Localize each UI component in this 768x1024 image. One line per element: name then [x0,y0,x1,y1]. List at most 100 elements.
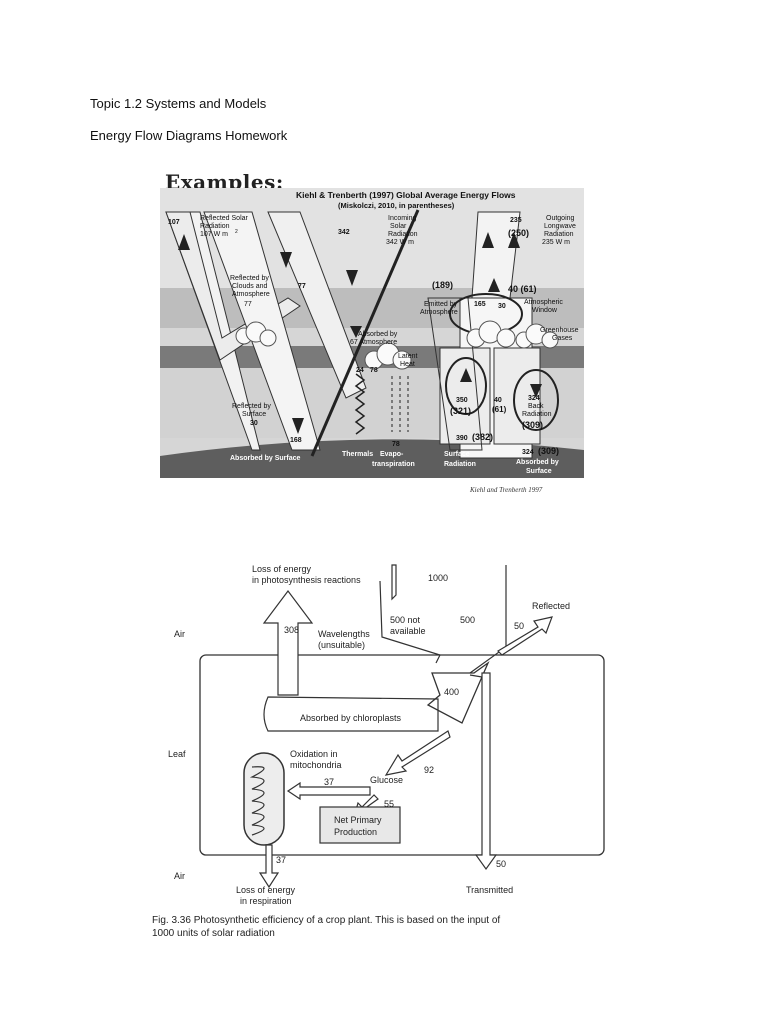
window-small: 40 [494,397,502,404]
window-small-alt: (61) [492,405,507,414]
loss-photo-label-2: in photosynthesis reactions [252,575,361,585]
wavelength-label-1: Wavelengths [318,629,370,639]
respiration-internal-value: 37 [324,777,334,787]
page-subtitle: Energy Flow Diagrams Homework [90,128,288,143]
reflected-solar-value: 107 [168,219,180,226]
back-label-1: Back [528,403,544,410]
absorbed-atm-label-1: Absorbed by [358,331,398,338]
surface-emit-value: 350 [456,397,468,404]
transmitted-value: 50 [496,859,506,869]
respiration-out-value: 37 [276,855,286,865]
window-label-1: Atmospheric [524,299,563,306]
absorbed-label: Absorbed by chloroplasts [300,713,402,723]
reflected-surface-label-2: Surface [242,411,266,418]
absorbed-atm-label-2: 67 Atmosphere [350,339,397,346]
reflected-clouds-value-b: 77 [298,283,306,290]
emitted-label-1: Emitted by [424,301,458,308]
svg-text:2: 2 [235,229,238,235]
window-value: 30 [498,303,506,310]
label-thermals: Thermals [342,451,373,458]
surface-emit-alt: (321) [450,406,471,416]
incoming-label-1: Incoming [388,215,417,222]
absorbed-surface2-alt: (309) [538,446,559,456]
label-surface-rad-2: Radiation [444,461,476,468]
not-available-value: 500 not [390,615,421,625]
loss-photo-label-1: Loss of energy [252,564,312,574]
outgoing-value: 235 [510,217,522,224]
label-surface-rad-1: Surface [444,451,470,458]
input-value: 1000 [428,573,448,583]
diagram1-title: Kiehl & Trenberth (1997) Global Average … [296,190,516,200]
leaf-label: Leaf [168,749,186,759]
loss-resp-label-2: in respiration [240,896,292,906]
npp-label-1: Net Primary [334,815,382,825]
reflected-solar-label-1: Reflected Solar [200,215,249,222]
outgoing-label-4: 235 W m [542,239,570,246]
figure-caption-1: Fig. 3.36 Photosynthetic efficiency of a… [152,915,500,926]
available-value: 500 [460,615,475,625]
back-label-2: Radiation [522,411,552,418]
oxidation-label-1: Oxidation in [290,749,338,759]
label-absorbed-by-2: Surface [526,468,552,475]
outgoing-label-2: Longwave [544,223,576,230]
back-alt: (309) [522,420,543,430]
reflected-value: 50 [514,621,524,631]
latent-label-1: Latent [398,353,418,360]
oxidation-label-2: mitochondria [290,760,342,770]
outgoing-label-3: Radiation [544,231,574,238]
surface-rad-value: 390 [456,435,468,442]
greenhouse-label-1: Greenhouse [540,327,579,334]
incoming-label-2: Solar [390,223,407,230]
outgoing-alt: (250) [508,228,529,238]
reflected-clouds-label-1: Reflected by [230,275,269,282]
surface-rad-alt: (382) [472,432,493,442]
figure-caption-2: 1000 units of solar radiation [152,928,275,939]
evapo-value: 78 [392,441,400,448]
incoming-label-3: Radiation [388,231,418,238]
glucose-label: Glucose [370,775,403,785]
incoming-label-4: 342 W m [386,239,414,246]
window-pair: 40 (61) [508,284,537,294]
loss-resp-label-1: Loss of energy [236,885,296,895]
greenhouse-label-2: Gases [552,335,573,342]
wavelength-label-2: (unsuitable) [318,640,365,650]
reflected-surface-label-1: Reflected by [232,403,271,410]
air-bottom-label: Air [174,871,185,881]
reflected-solar-label-2: Radiation [200,223,230,230]
page-topic-title: Topic 1.2 Systems and Models [90,96,267,111]
not-available-label: available [390,626,426,636]
wavelength-value: 308 [284,625,299,635]
absorbed-surface-value: 168 [290,437,302,444]
latent-value: 78 [370,367,378,374]
reflected-clouds-label-2: Clouds and [232,283,268,290]
absorbed-surface2-value: 324 [522,449,534,456]
back-value: 324 [528,395,540,402]
absorbed-value: 400 [444,687,459,697]
air-top-label: Air [174,629,185,639]
glucose-value: 92 [424,765,434,775]
diagram1-subtitle: (Miskolczi, 2010, in parentheses) [338,201,455,210]
label-absorbed-by-1: Absorbed by [516,459,559,466]
transmitted-label: Transmitted [466,885,513,895]
outgoing-label-1: Outgoing [546,215,575,222]
label-absorbed-surface: Absorbed by Surface [230,455,301,462]
photosynthesis-energy-flow-diagram: Loss of energy in photosynthesis reactio… [148,555,628,953]
emitted-alt: (189) [432,280,453,290]
reflected-clouds-value: 77 [244,301,252,308]
label-evapo-2: transpiration [372,461,415,468]
global-energy-flow-diagram: Kiehl & Trenberth (1997) Global Average … [160,188,584,478]
emitted-value: 165 [474,301,486,308]
reflected-clouds-label-3: Atmosphere [232,291,270,298]
reflected-solar-label-3: 107 W m [200,231,228,238]
thermals-value: 24 [356,367,364,374]
incoming-value: 342 [338,229,350,236]
latent-label-2: Heat [400,361,415,368]
label-evapo-1: Evapo- [380,451,404,458]
npp-label-2: Production [334,827,377,837]
emitted-label-2: Atmosphere [420,309,458,316]
window-label-2: Window [532,307,558,314]
reflected-label: Reflected [532,601,570,611]
npp-value: 55 [384,799,394,809]
reflected-surface-value: 30 [250,420,258,427]
diagram1-credit: Kiehl and Trenberth 1997 [470,486,543,494]
